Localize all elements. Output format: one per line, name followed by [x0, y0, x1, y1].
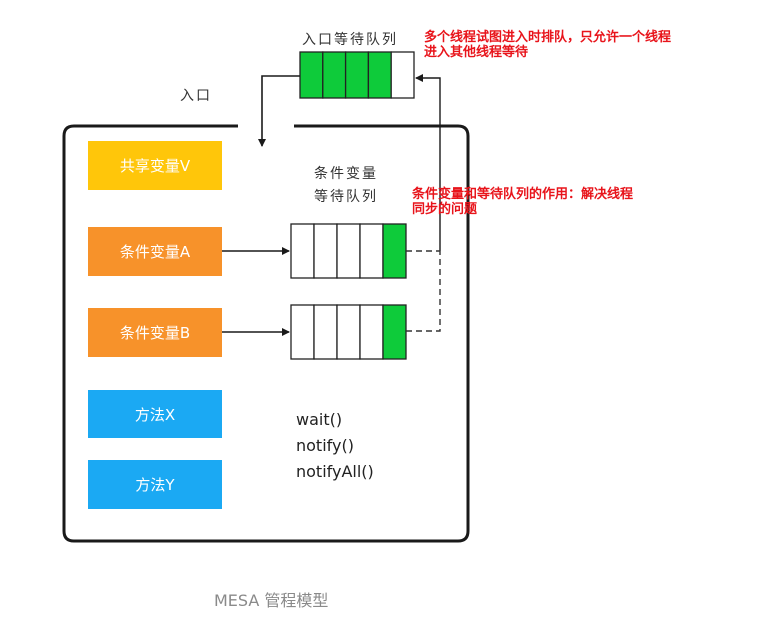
entry-note-line2: 进入其他线程等待: [424, 44, 528, 60]
cond-a-queue: [290, 223, 407, 279]
cond-b-queue: [290, 304, 407, 360]
cond-a-queue-slot-empty: [359, 223, 384, 279]
entry-queue: [299, 51, 415, 99]
entry-queue-slot-empty: [390, 51, 415, 99]
cond-a-queue-slot-empty: [313, 223, 338, 279]
cond-var-b-box: [88, 308, 222, 357]
entry-queue-slot-filled: [299, 51, 324, 99]
cond-b-queue-slot-empty: [290, 304, 315, 360]
cond-b-dashed-link: [406, 251, 441, 332]
entry-label: 入口: [180, 88, 212, 104]
shared-variable-box: [88, 141, 222, 190]
shared-variable-label: 共享变量V: [120, 157, 191, 175]
cond-a-queue-slot-empty: [336, 223, 361, 279]
entry-queue-slot-filled: [344, 51, 370, 99]
cond-var-a-box: [88, 227, 222, 276]
cond-a-queue-slot-empty: [290, 223, 315, 279]
cond-b-queue-slot-empty: [313, 304, 338, 360]
monitor-method-notify: notify(): [296, 436, 354, 455]
cond-queue-title-line1: 条件变量: [314, 165, 378, 182]
entry-note-line1: 多个线程试图进入时排队，只允许一个线程: [424, 29, 671, 45]
cond-b-queue-slot-filled: [382, 304, 407, 360]
monitor-boundary: [62, 124, 470, 543]
entry-queue-title: 入口等待队列: [302, 31, 398, 48]
cond-b-queue-slot-empty: [359, 304, 384, 360]
cond-a-queue-slot-filled: [382, 223, 407, 279]
monitor-method-notifyall: notifyAll(): [296, 462, 374, 481]
return-to-entry-arrow: [415, 74, 441, 251]
monitor-method-wait: wait(): [296, 410, 342, 429]
method-y-label: 方法Y: [135, 476, 175, 494]
entry-queue-slot-filled: [367, 51, 392, 99]
method-y-box: [88, 460, 222, 509]
entry-queue-slot-filled: [322, 51, 347, 99]
cond-note-line1: 条件变量和等待队列的作用：解决线程: [412, 186, 633, 202]
method-x-label: 方法X: [135, 406, 175, 424]
cond-note-line2: 同步的问题: [412, 201, 478, 217]
cond-b-queue-slot-empty: [336, 304, 361, 360]
cond-var-a-label: 条件变量A: [120, 243, 191, 261]
cond-queue-title-line2: 等待队列: [314, 188, 378, 205]
entry-arrow: [258, 75, 300, 147]
method-x-box: [88, 390, 222, 438]
cond-var-b-label: 条件变量B: [120, 324, 190, 342]
diagram-caption: MESA 管程模型: [214, 591, 328, 610]
